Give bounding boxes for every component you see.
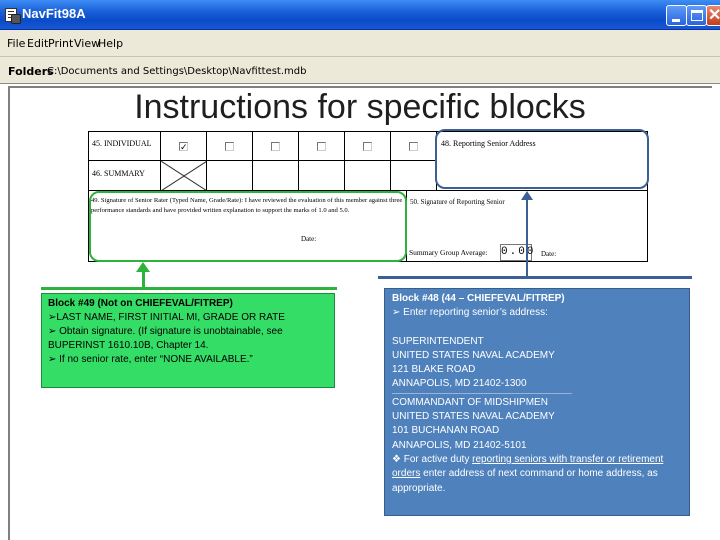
folders-label: Folders	[8, 65, 54, 78]
address-divider	[392, 392, 572, 394]
block48-callout-title: Block #48 (44 – CHIEFEVAL/FITREP)	[392, 293, 565, 304]
block48-callout-intro: ➢ Enter reporting senior’s address:	[392, 307, 548, 319]
block46-crossed-cell	[160, 160, 207, 191]
spacer	[392, 321, 682, 335]
block50-date-label: Date:	[541, 250, 557, 258]
checkbox[interactable]	[317, 142, 326, 151]
menu-edit[interactable]: Edit	[27, 37, 49, 50]
folders-bar: Folders C:\Documents and Settings\Deskto…	[0, 57, 720, 84]
address-line: 121 BLAKE ROAD	[392, 364, 476, 376]
block48-callout-note: ❖ For active duty reporting seniors with…	[392, 453, 682, 496]
block49-callout-title: Block #49 (Not on CHIEFEVAL/FITREP)	[48, 298, 233, 309]
block46-label: 46. SUMMARY	[92, 169, 145, 178]
block48-highlight	[435, 129, 649, 189]
green-callout-connector	[41, 287, 337, 290]
checkbox[interactable]	[225, 142, 234, 151]
close-button[interactable]: ✕	[706, 5, 720, 26]
block49-callout: Block #49 (Not on CHIEFEVAL/FITREP) ➢LAS…	[41, 293, 335, 388]
maximize-button[interactable]	[686, 5, 707, 26]
green-arrow-shaft	[142, 271, 145, 288]
block50-label: 50. Signature of Reporting Senior	[410, 198, 505, 206]
block49-cell[interactable]: 49. Signature of Senior Rater (Typed Nam…	[88, 190, 407, 262]
block49-text: 49. Signature of Senior Rater (Typed Nam…	[91, 197, 403, 214]
window-titlebar: NavFit98A ✕	[0, 0, 720, 30]
navfit-app-icon[interactable]	[5, 8, 21, 24]
menu-file[interactable]: File	[7, 37, 26, 50]
block49-highlight	[89, 191, 407, 262]
blue-arrow-shaft	[526, 199, 528, 277]
block46-col3	[252, 160, 299, 191]
address-line: ANNAPOLIS, MD 21402-1300	[392, 378, 527, 390]
block49-callout-line3: ➢ If no senior rate, enter “NONE AVAILAB…	[48, 354, 253, 365]
block46-label-cell: 46. SUMMARY	[88, 160, 161, 191]
menu-help[interactable]: Help	[98, 37, 124, 50]
address-line: UNITED STATES NAVAL ACADEMY	[392, 411, 555, 423]
note-suffix: enter address of next command or home ad…	[392, 468, 658, 494]
menu-view[interactable]: View	[74, 37, 101, 50]
minimize-icon	[672, 19, 680, 22]
block46-col6	[390, 160, 437, 191]
block48-label: 48. Reporting Senior Address	[441, 139, 536, 148]
slide-title: Instructions for specific blocks	[134, 88, 586, 126]
block45-col3	[252, 131, 299, 161]
block45-col6	[390, 131, 437, 161]
block48-callout: Block #48 (44 – CHIEFEVAL/FITREP) ➢ Ente…	[384, 288, 690, 516]
block45-col4	[298, 131, 345, 161]
maximize-icon	[691, 10, 703, 21]
block45-col2	[206, 131, 253, 161]
block45-col5	[344, 131, 391, 161]
block49-callout-line2: ➢ Obtain signature. (If signature is uno…	[48, 326, 283, 351]
checkbox[interactable]	[271, 142, 280, 151]
folders-path[interactable]: C:\Documents and Settings\Desktop\Navfit…	[47, 66, 307, 77]
block45-col1: ✓	[160, 131, 207, 161]
block45-label-cell: 45. INDIVIDUAL	[88, 131, 161, 161]
block49-date-label: Date:	[301, 235, 317, 243]
block46-col5	[344, 160, 391, 191]
green-arrow-head	[136, 262, 150, 272]
checkbox[interactable]	[409, 142, 418, 151]
block46-col2	[206, 160, 253, 191]
address-line: 101 BUCHANAN ROAD	[392, 425, 500, 437]
address-line: COMMANDANT OF MIDSHIPMEN	[392, 396, 548, 408]
address-line: SUPERINTENDENT	[392, 335, 484, 347]
minimize-button[interactable]	[666, 5, 687, 26]
menu-print[interactable]: Print	[48, 37, 74, 50]
address-line: ANNAPOLIS, MD 21402-5101	[392, 439, 527, 451]
menu-bar: File Edit Print View Help	[0, 30, 720, 57]
block46-col4	[298, 160, 345, 191]
summary-average-label: Summary Group Average:	[409, 248, 488, 257]
address-line: UNITED STATES NAVAL ACADEMY	[392, 349, 555, 361]
blue-callout-connector	[378, 276, 692, 279]
checkbox-checked[interactable]: ✓	[179, 142, 188, 152]
checkbox[interactable]	[363, 142, 372, 151]
window-title: NavFit98A	[22, 6, 86, 21]
block45-label: 45. INDIVIDUAL	[92, 139, 152, 148]
note-link: reporting seniors with transfer or retir…	[392, 453, 664, 480]
summary-average-field[interactable]: 0.00	[500, 244, 533, 261]
note-prefix: ❖ For active duty	[392, 453, 473, 465]
blue-arrow-head	[521, 191, 533, 200]
close-icon: ✕	[708, 7, 720, 24]
block49-callout-line1: ➢LAST NAME, FIRST INITIAL MI, GRADE OR R…	[48, 312, 285, 323]
